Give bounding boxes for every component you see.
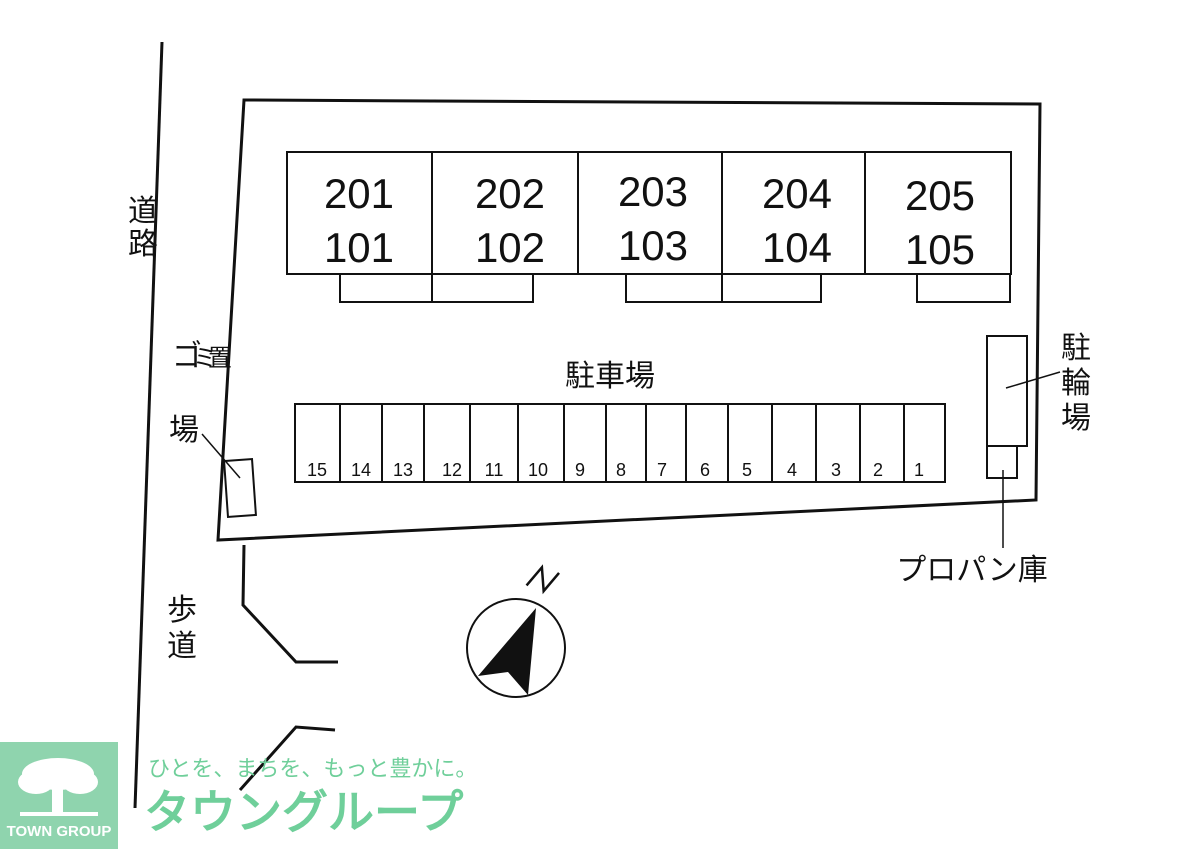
sidewalk-label-1: 歩: [167, 593, 197, 628]
garbage-label-2: ミ: [193, 344, 217, 372]
bicycle-label-3: 場: [1061, 401, 1091, 436]
parking-space-11: 11: [485, 460, 504, 480]
parking-label: 駐車場: [565, 359, 655, 394]
entrance-line-upper: [241, 544, 338, 664]
parking-space-3: 3: [831, 460, 841, 480]
lot-boundary: [216, 98, 1042, 542]
garbage-label-1: ゴ: [172, 339, 202, 374]
propane-label: プロパン庫: [896, 553, 1048, 588]
tree-icon: [18, 758, 98, 816]
unit-203-label: 203: [618, 168, 688, 215]
garbage-label-3: 置: [208, 344, 232, 372]
brand-tagline: ひとを、まちを、もっと豊かに。: [148, 757, 477, 782]
garbage-leader-line: [201, 433, 241, 479]
parking-space-7: 7: [657, 460, 667, 480]
road-label-2: 路: [128, 227, 158, 262]
logo-text: TOWN GROUP: [7, 823, 112, 840]
parking-space-5: 5: [742, 460, 752, 480]
unit-103-label: 103: [618, 222, 688, 269]
parking-space-6: 6: [700, 460, 710, 480]
parking-space-8: 8: [616, 460, 626, 480]
parking-space-1: 1: [914, 460, 924, 480]
garbage-label-4: 場: [169, 413, 199, 448]
road-line: [133, 41, 164, 809]
unit-202-label: 202: [475, 170, 545, 217]
brand-name: タウングループ: [144, 785, 463, 839]
compass-icon: [466, 564, 566, 698]
garbage-area: [223, 458, 257, 518]
town-group-logo: TOWN GROUP: [0, 742, 118, 849]
parking-space-15: 15: [307, 460, 327, 480]
parking-lot: [294, 403, 946, 483]
unit-201-label: 201: [324, 170, 394, 217]
entrance-line-lower: [238, 725, 336, 791]
parking-space-10: 10: [528, 460, 548, 480]
parking-space-2: 2: [873, 460, 883, 480]
parking-space-13: 13: [393, 460, 413, 480]
unit-205-label: 205: [905, 172, 975, 219]
unit-102-label: 102: [475, 224, 545, 271]
bicycle-label-1: 駐: [1061, 331, 1091, 366]
unit-101-label: 101: [324, 224, 394, 271]
bicycle-label-2: 輪: [1061, 366, 1091, 401]
sidewalk-label-2: 道: [167, 629, 197, 664]
building: [286, 151, 1012, 303]
parking-space-4: 4: [787, 460, 797, 480]
unit-204-label: 204: [762, 170, 832, 217]
parking-space-14: 14: [351, 460, 371, 480]
unit-105-label: 105: [905, 226, 975, 273]
north-n-glyph: [525, 564, 560, 595]
bicycle-leader-line: [1005, 371, 1061, 389]
road-label-1: 道: [128, 194, 158, 229]
bicycle-parking: [986, 335, 1028, 447]
parking-space-12: 12: [442, 460, 462, 480]
unit-104-label: 104: [762, 224, 832, 271]
propane-storage: [986, 445, 1018, 479]
parking-space-9: 9: [575, 460, 585, 480]
